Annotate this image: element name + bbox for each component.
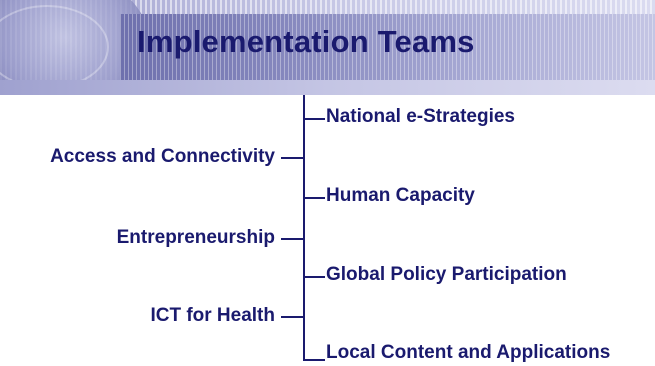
banner-bottom-band [0, 80, 655, 95]
left-branch-connector [281, 316, 303, 318]
right-branch-connector [303, 118, 325, 120]
left-branch-connector [281, 238, 303, 240]
right-item-national-e-strategies: National e-Strategies [326, 106, 515, 127]
header-banner: Implementation Teams [0, 0, 655, 95]
title-band [120, 14, 655, 80]
right-branch-connector [303, 359, 325, 361]
left-item-entrepreneurship: Entrepreneurship [116, 227, 275, 248]
central-connector-line [303, 95, 305, 361]
right-item-human-capacity: Human Capacity [326, 185, 475, 206]
right-branch-connector [303, 197, 325, 199]
left-branch-connector [281, 157, 303, 159]
page-title: Implementation Teams [137, 24, 475, 59]
left-item-access-connectivity: Access and Connectivity [50, 146, 275, 167]
right-branch-connector [303, 276, 325, 278]
right-item-global-policy: Global Policy Participation [326, 264, 567, 285]
left-item-ict-health: ICT for Health [150, 305, 275, 326]
right-item-local-content: Local Content and Applications [326, 342, 611, 363]
